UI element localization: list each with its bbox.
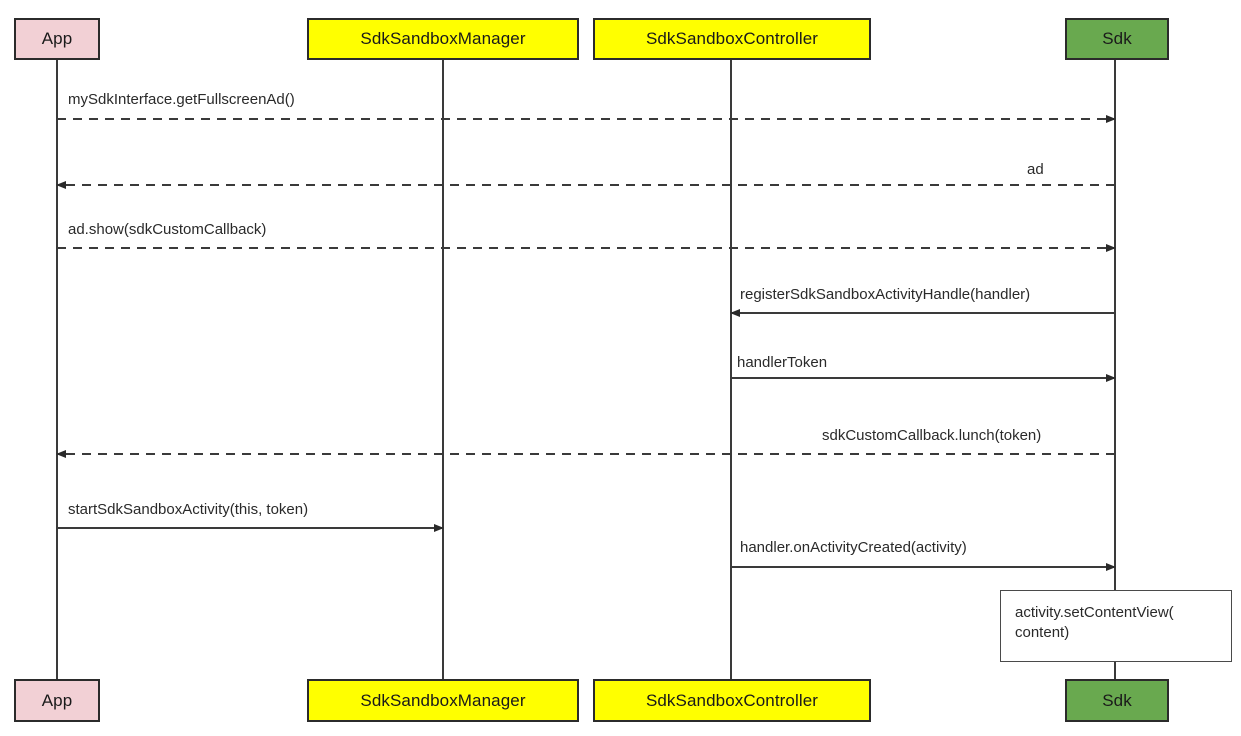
lifelines-group (56, 60, 1116, 679)
participant-label-sdk: Sdk (1102, 29, 1132, 48)
participant-label-sdksandboxmanager: SdkSandboxManager (360, 29, 526, 48)
participant-footer-label-sdksandboxcontroller: SdkSandboxController (645, 690, 819, 710)
message-label-5: sdkCustomCallback.lunch(token) (822, 427, 1042, 444)
message-label-3: registerSdkSandboxActivityHandle(handler… (740, 286, 1031, 303)
message-label-6: startSdkSandboxActivity(this, token) (68, 501, 309, 518)
message-label-7: handler.onActivityCreated(activity) (740, 539, 967, 556)
message-lines-group (56, 115, 1116, 571)
participant-footer-sdksandboxmanager[interactable]: SdkSandboxManager (307, 679, 579, 722)
participant-label-app: App (41, 29, 73, 48)
participant-footer-sdk[interactable]: Sdk (1065, 679, 1169, 722)
message-label-1: ad (1027, 161, 1044, 178)
participant-footer-sdksandboxcontroller[interactable]: SdkSandboxController (593, 679, 871, 722)
participant-header-sdksandboxmanager[interactable]: SdkSandboxManager (307, 18, 579, 60)
message-label-4: handlerToken (737, 354, 828, 371)
participant-label-sdksandboxcontroller: SdkSandboxController (645, 29, 819, 48)
participant-header-app[interactable]: App (14, 18, 100, 60)
message-label-0: mySdkInterface.getFullscreenAd() (68, 91, 295, 108)
message-label-2: ad.show(sdkCustomCallback) (68, 221, 267, 238)
participant-footer-app[interactable]: App (14, 679, 100, 722)
participant-header-sdk[interactable]: Sdk (1065, 18, 1169, 60)
participant-footer-label-app: App (41, 690, 73, 710)
participant-header-sdksandboxcontroller[interactable]: SdkSandboxController (593, 18, 871, 60)
participant-footer-label-sdk: Sdk (1102, 690, 1132, 710)
note-set-content-view: activity.setContentView( content) (1000, 590, 1232, 662)
participant-footer-label-sdksandboxmanager: SdkSandboxManager (360, 690, 526, 710)
